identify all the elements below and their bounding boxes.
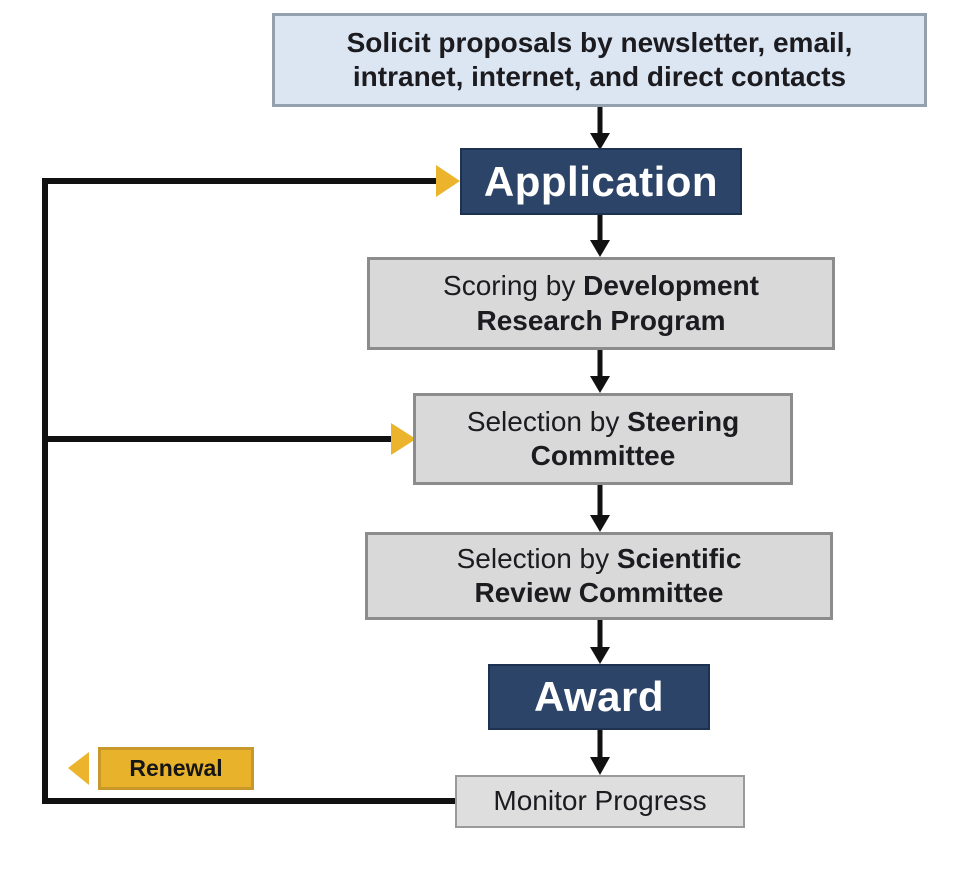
node-award: Award [488,664,710,730]
gold-arrowhead-into-steering [391,423,416,455]
arrow-award-to-monitor [590,730,610,775]
feedback-loop-line [42,178,456,804]
node-scoring: Scoring by Development Research Program [367,257,835,350]
arrow-application-to-scoring [590,215,610,257]
renewal-label: Renewal [129,755,223,782]
steering-committee-label: Selection by Steering Committee [466,405,740,471]
solicit-proposals-label: Solicit proposals by newsletter, email, … [346,26,853,92]
node-steering-committee: Selection by Steering Committee [413,393,793,485]
application-label: Application [483,157,719,205]
gold-arrowhead-into-application [436,165,460,197]
node-renewal: Renewal [98,747,254,790]
node-solicit-proposals: Solicit proposals by newsletter, email, … [272,13,927,107]
node-scientific-review-committee: Selection by Scientific Review Committee [365,532,833,620]
arrow-scoring-to-steering [590,350,610,393]
award-label: Award [533,673,665,721]
scoring-label: Scoring by Development Research Program [443,270,759,336]
node-application: Application [460,148,742,215]
arrow-solicit-to-application [590,107,610,150]
scientific-review-committee-label: Selection by Scientific Review Committee [456,542,742,608]
gold-arrowhead-renewal-left [68,752,89,785]
node-monitor-progress: Monitor Progress [455,775,745,828]
arrow-scientific-to-award [590,620,610,664]
arrow-steering-to-scientific [590,485,610,532]
monitor-progress-label: Monitor Progress [493,785,707,817]
